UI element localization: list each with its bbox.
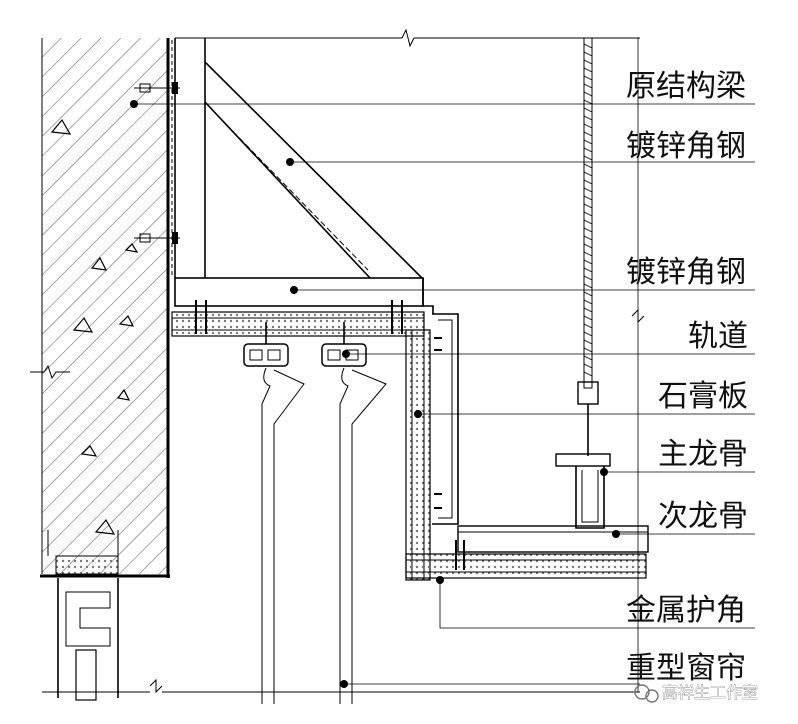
curtain-track: [243, 322, 367, 367]
label-gypsum-board: 石膏板: [658, 379, 748, 414]
anchor-bolts: [134, 40, 180, 276]
leader-lines: [130, 38, 755, 692]
label-galvanized-angle-1: 镀锌角钢: [626, 129, 746, 164]
gypsum-board-pocket: [171, 300, 649, 581]
callout-labels: 原结构梁 镀锌角钢 镀锌角钢 轨道 石膏板 主龙骨 次龙骨 金属护角 重型窗帘: [626, 69, 748, 686]
label-heavy-curtain: 重型窗帘: [626, 651, 746, 686]
structural-beam: [174, 28, 640, 278]
main-channel: [555, 453, 611, 529]
label-original-beam: 原结构梁: [626, 69, 746, 104]
watermark: 高祥生工作室: [634, 683, 758, 703]
galvanized-angle-brace: [204, 61, 423, 279]
hanger-rod: [577, 37, 599, 456]
concrete-wall: [30, 38, 170, 578]
label-track: 轨道: [688, 319, 748, 354]
label-secondary-keel: 次龙骨: [658, 499, 748, 534]
window-frame: [40, 530, 640, 701]
label-main-keel: 主龙骨: [658, 437, 748, 472]
label-galvanized-angle-2: 镀锌角钢: [626, 255, 746, 290]
label-metal-corner-guard: 金属护角: [626, 593, 746, 628]
galvanized-angle-horizontal: [174, 277, 434, 314]
heavy-curtain: [261, 367, 387, 704]
watermark-text: 高祥生工作室: [662, 683, 758, 702]
